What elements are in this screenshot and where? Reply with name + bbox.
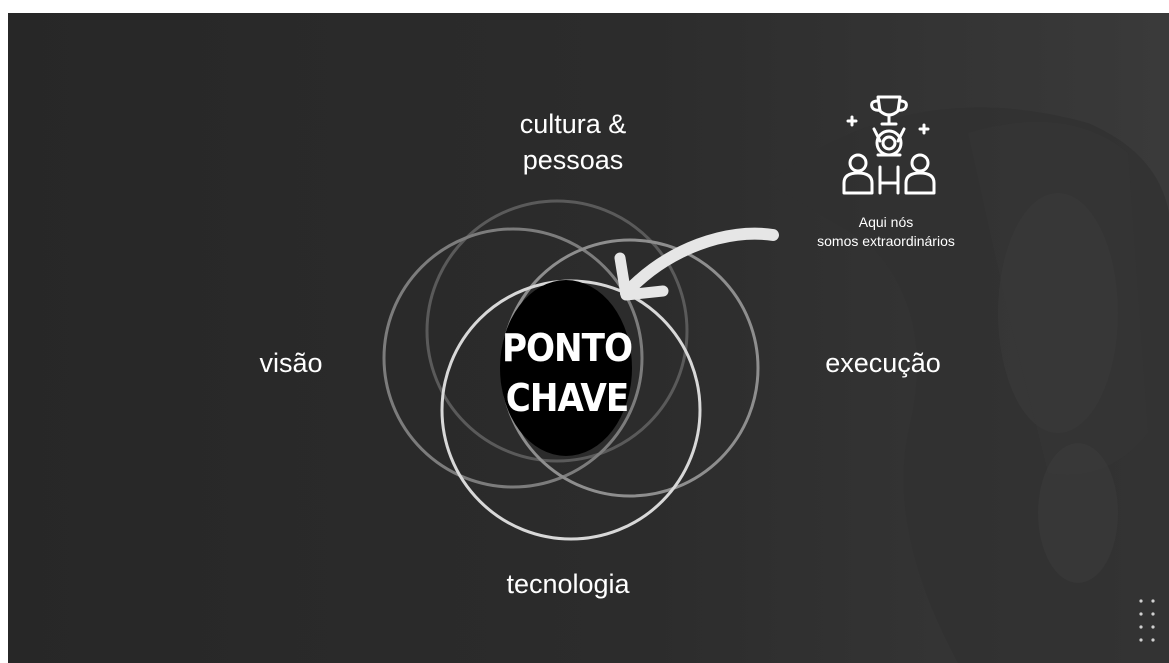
trophy-team-icon [842, 95, 936, 195]
background-photo [8, 13, 1169, 663]
key-point-text: PONTO CHAVE [492, 323, 642, 423]
key-point-fill [500, 280, 632, 456]
venn-diagram [382, 199, 779, 541]
dot-grid-decoration [1139, 599, 1155, 642]
circle-cultura-pessoas [425, 199, 689, 463]
label-cultura-pessoas: cultura & pessoas [519, 109, 627, 175]
key-point-line2: CHAVE [505, 376, 629, 420]
label-visao: visão [259, 348, 323, 378]
circle-visao [382, 227, 644, 489]
slide: cultura & pessoas visão execução tecnolo… [8, 13, 1169, 663]
callout-caption-line1: Aqui nós [858, 214, 914, 230]
callout-caption: Aqui nós somos extraordinários [776, 213, 996, 251]
arrow-icon [620, 227, 779, 299]
key-point-line1: PONTO [501, 326, 633, 370]
label-execucao: execução [825, 348, 941, 378]
callout-caption-line2: somos extraordinários [817, 233, 955, 249]
label-tecnologia: tecnologia [506, 569, 630, 599]
